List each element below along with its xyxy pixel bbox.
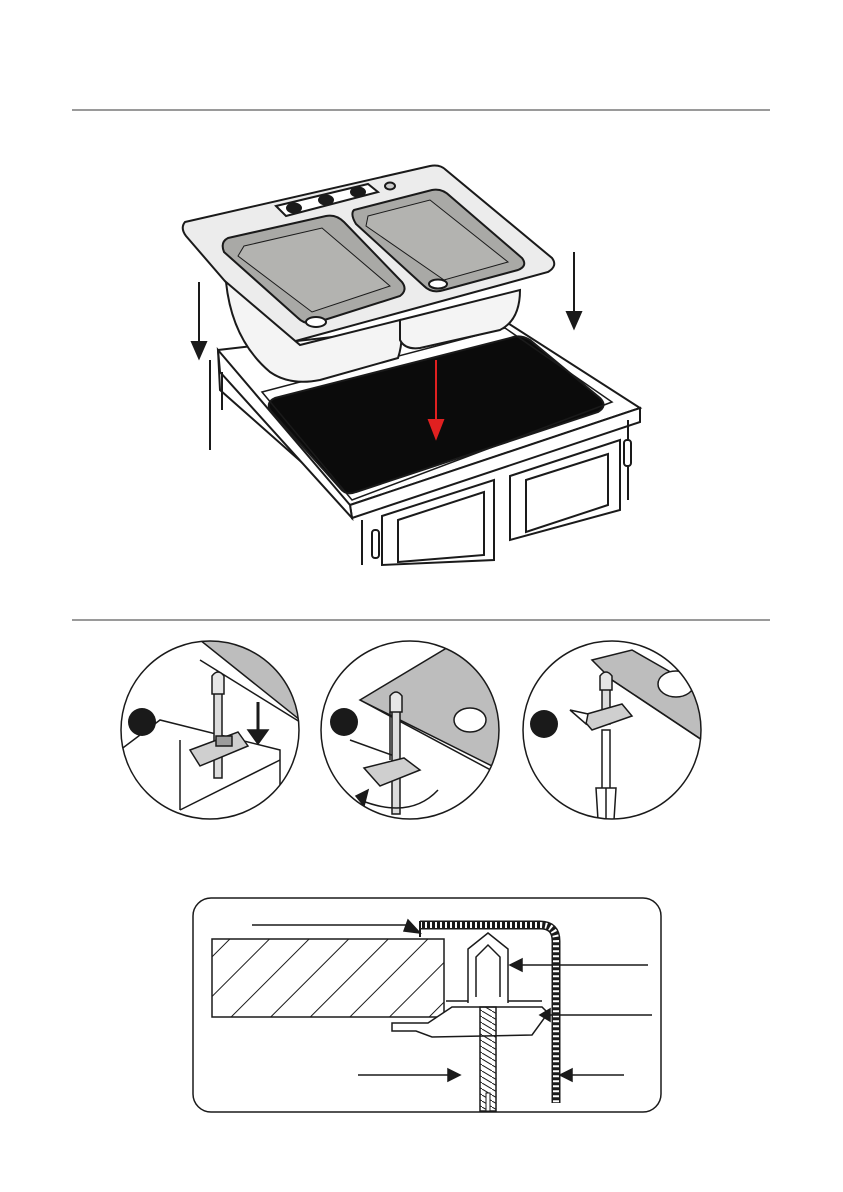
step-marker-3	[530, 710, 558, 738]
step-marker-1	[128, 708, 156, 736]
clip-step-3-icon	[522, 640, 702, 820]
clip-step-2-icon	[320, 640, 500, 820]
clip-step-1-icon	[120, 640, 300, 820]
step-marker-2	[330, 708, 358, 736]
clip-cross-section-illustration	[192, 897, 662, 1113]
